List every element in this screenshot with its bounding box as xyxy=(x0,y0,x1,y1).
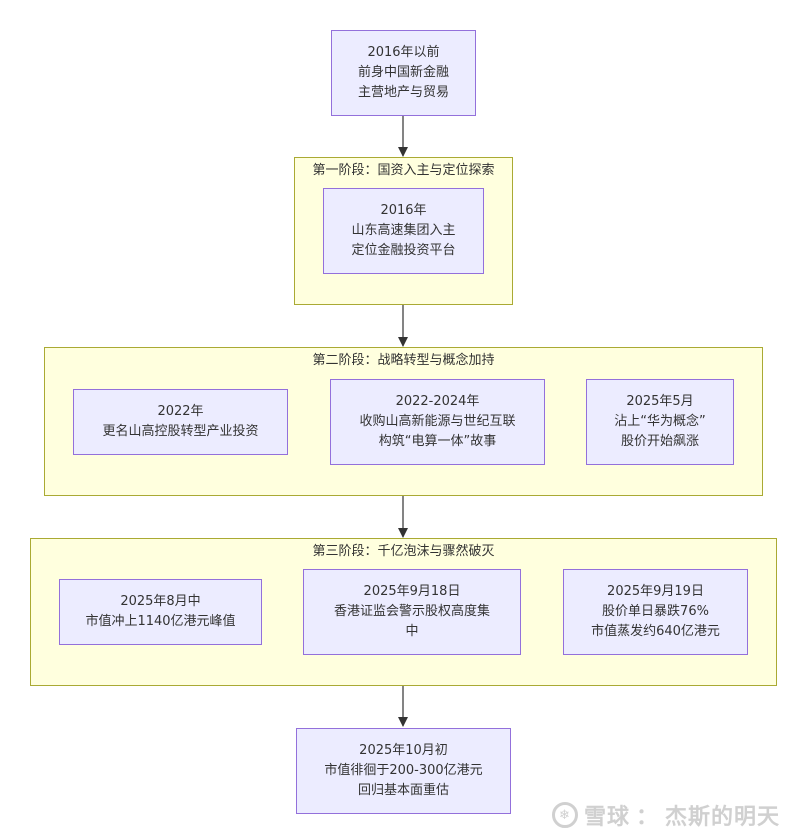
node-s2n3-line-1: 2025年5月 xyxy=(626,394,694,409)
snowball-logo-icon: ❄ xyxy=(551,802,578,828)
node-s3n2-line-2: 香港证监会警示股权高度集 xyxy=(333,604,490,619)
group-stage-3-title: 第三阶段：千亿泡沫与骤然破灭 xyxy=(312,544,495,559)
watermark: ❄ 雪球：杰斯的明天 xyxy=(551,799,780,831)
node-s2n3-line-3: 股价开始飙涨 xyxy=(620,434,699,449)
node-s1n1-line-3: 定位金融投资平台 xyxy=(351,243,456,258)
node-s2n1-line-2: 更名山高控股转型产业投资 xyxy=(102,424,259,439)
node-stage3-sfc-warning: 2025年9月18日 香港证监会警示股权高度集 中 xyxy=(303,569,521,655)
node-s2n2-line-1: 2022-2024年 xyxy=(395,394,480,409)
node-start-line-2: 前身中国新金融 xyxy=(357,65,449,80)
node-s3n2-line-3: 中 xyxy=(405,624,419,639)
node-stage2-acquisition: 2022-2024年 收购山高新能源与世纪互联 构筑“电算一体”故事 xyxy=(330,379,545,465)
group-stage-1-title: 第一阶段：国资入主与定位探索 xyxy=(312,163,495,178)
node-s3n1-line-1: 2025年8月中 xyxy=(120,594,201,609)
node-end-line-3: 回归基本面重估 xyxy=(357,783,449,798)
node-s3n3-line-3: 市值蒸发约640亿港元 xyxy=(591,624,720,639)
node-stage3-peak: 2025年8月中 市值冲上1140亿港元峰值 xyxy=(59,579,262,645)
node-s2n3-line-2: 沾上“华为概念” xyxy=(614,414,706,429)
node-s3n1-line-2: 市值冲上1140亿港元峰值 xyxy=(85,614,236,629)
group-stage-2-title: 第二阶段：战略转型与概念加持 xyxy=(312,353,495,368)
node-start-line-1: 2016年以前 xyxy=(367,45,440,60)
node-s2n1-line-1: 2022年 xyxy=(157,404,204,419)
node-s3n3-line-2: 股价单日暴跌76% xyxy=(602,604,709,619)
node-s3n2-line-1: 2025年9月18日 xyxy=(363,584,461,599)
node-stage3-crash: 2025年9月19日 股价单日暴跌76% 市值蒸发约640亿港元 xyxy=(563,569,748,655)
node-s2n2-line-3: 构筑“电算一体”故事 xyxy=(378,434,497,449)
node-s3n3-line-1: 2025年9月19日 xyxy=(607,584,704,599)
node-end-line-1: 2025年10月初 xyxy=(359,743,448,758)
watermark-brand: 雪球 xyxy=(583,805,630,830)
node-end: 2025年10月初 市值徘徊于200-300亿港元 回归基本面重估 xyxy=(296,728,511,814)
node-s2n2-line-2: 收购山高新能源与世纪互联 xyxy=(359,414,516,429)
node-stage1-shandong-hispeed: 2016年 山东高速集团入主 定位金融投资平台 xyxy=(323,188,484,274)
node-stage2-rename: 2022年 更名山高控股转型产业投资 xyxy=(73,389,288,455)
watermark-author: 杰斯的明天 xyxy=(664,805,780,830)
watermark-separator: ： xyxy=(635,805,659,830)
node-s1n1-line-2: 山东高速集团入主 xyxy=(351,223,456,238)
node-end-line-2: 市值徘徊于200-300亿港元 xyxy=(324,763,483,778)
node-stage2-huawei-concept: 2025年5月 沾上“华为概念” 股价开始飙涨 xyxy=(586,379,734,465)
node-s1n1-line-1: 2016年 xyxy=(380,203,427,218)
node-start: 2016年以前 前身中国新金融 主营地产与贸易 xyxy=(331,30,476,116)
node-start-line-3: 主营地产与贸易 xyxy=(357,85,449,100)
